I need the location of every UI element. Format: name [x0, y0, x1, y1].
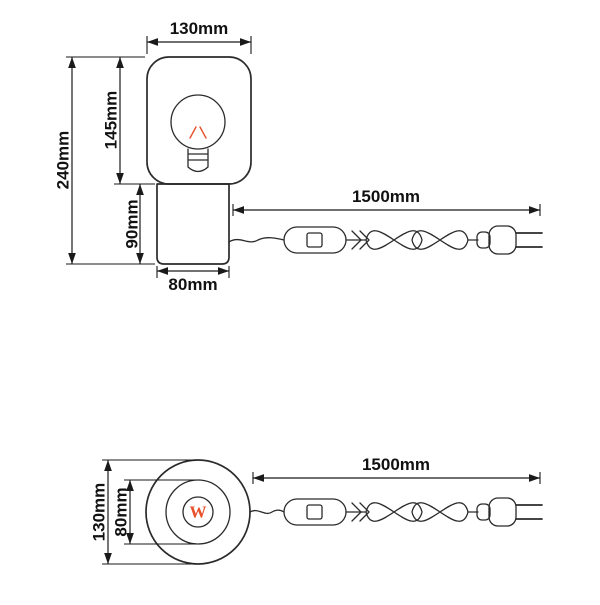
bulb-glass — [170, 94, 226, 150]
dim-shade-diameter-label: 130mm — [90, 483, 109, 542]
cord-assembly-top — [283, 497, 543, 527]
dim-shade-width-extensions — [146, 36, 252, 54]
cord-assembly-side — [283, 225, 543, 255]
top-view: W 130mm 80mm 1500mm — [90, 455, 543, 565]
dim-total-height-extensions — [66, 56, 155, 265]
dim-shade-width-label: 130mm — [170, 19, 229, 38]
cord-lead-side — [228, 237, 285, 243]
dim-shade-diameter-extensions — [102, 459, 196, 565]
dim-total-height-label: 240mm — [54, 131, 73, 190]
dim-shade-height-label: 145mm — [102, 91, 121, 150]
wattage-mark: W — [190, 503, 207, 522]
bulb-screw-base — [187, 148, 209, 173]
lamp-shade-outline — [146, 56, 252, 185]
dim-base-height-label: 90mm — [123, 199, 142, 248]
dim-cable-length-side-label: 1500mm — [352, 187, 420, 206]
lamp-base — [156, 183, 230, 265]
bulb-footprint-circle — [182, 496, 214, 528]
bulb-filament — [189, 126, 207, 139]
base-footprint-circle — [165, 479, 231, 545]
dim-base-diameter-label: 80mm — [112, 487, 131, 536]
dim-base-width-label: 80mm — [168, 275, 217, 294]
dim-base-diameter-extensions — [124, 479, 196, 545]
side-view: 130mm 240mm 145mm 90mm 80mm 1500mm — [54, 19, 543, 294]
cord-lead-top — [249, 509, 285, 515]
dim-cable-length-top-label: 1500mm — [362, 455, 430, 474]
